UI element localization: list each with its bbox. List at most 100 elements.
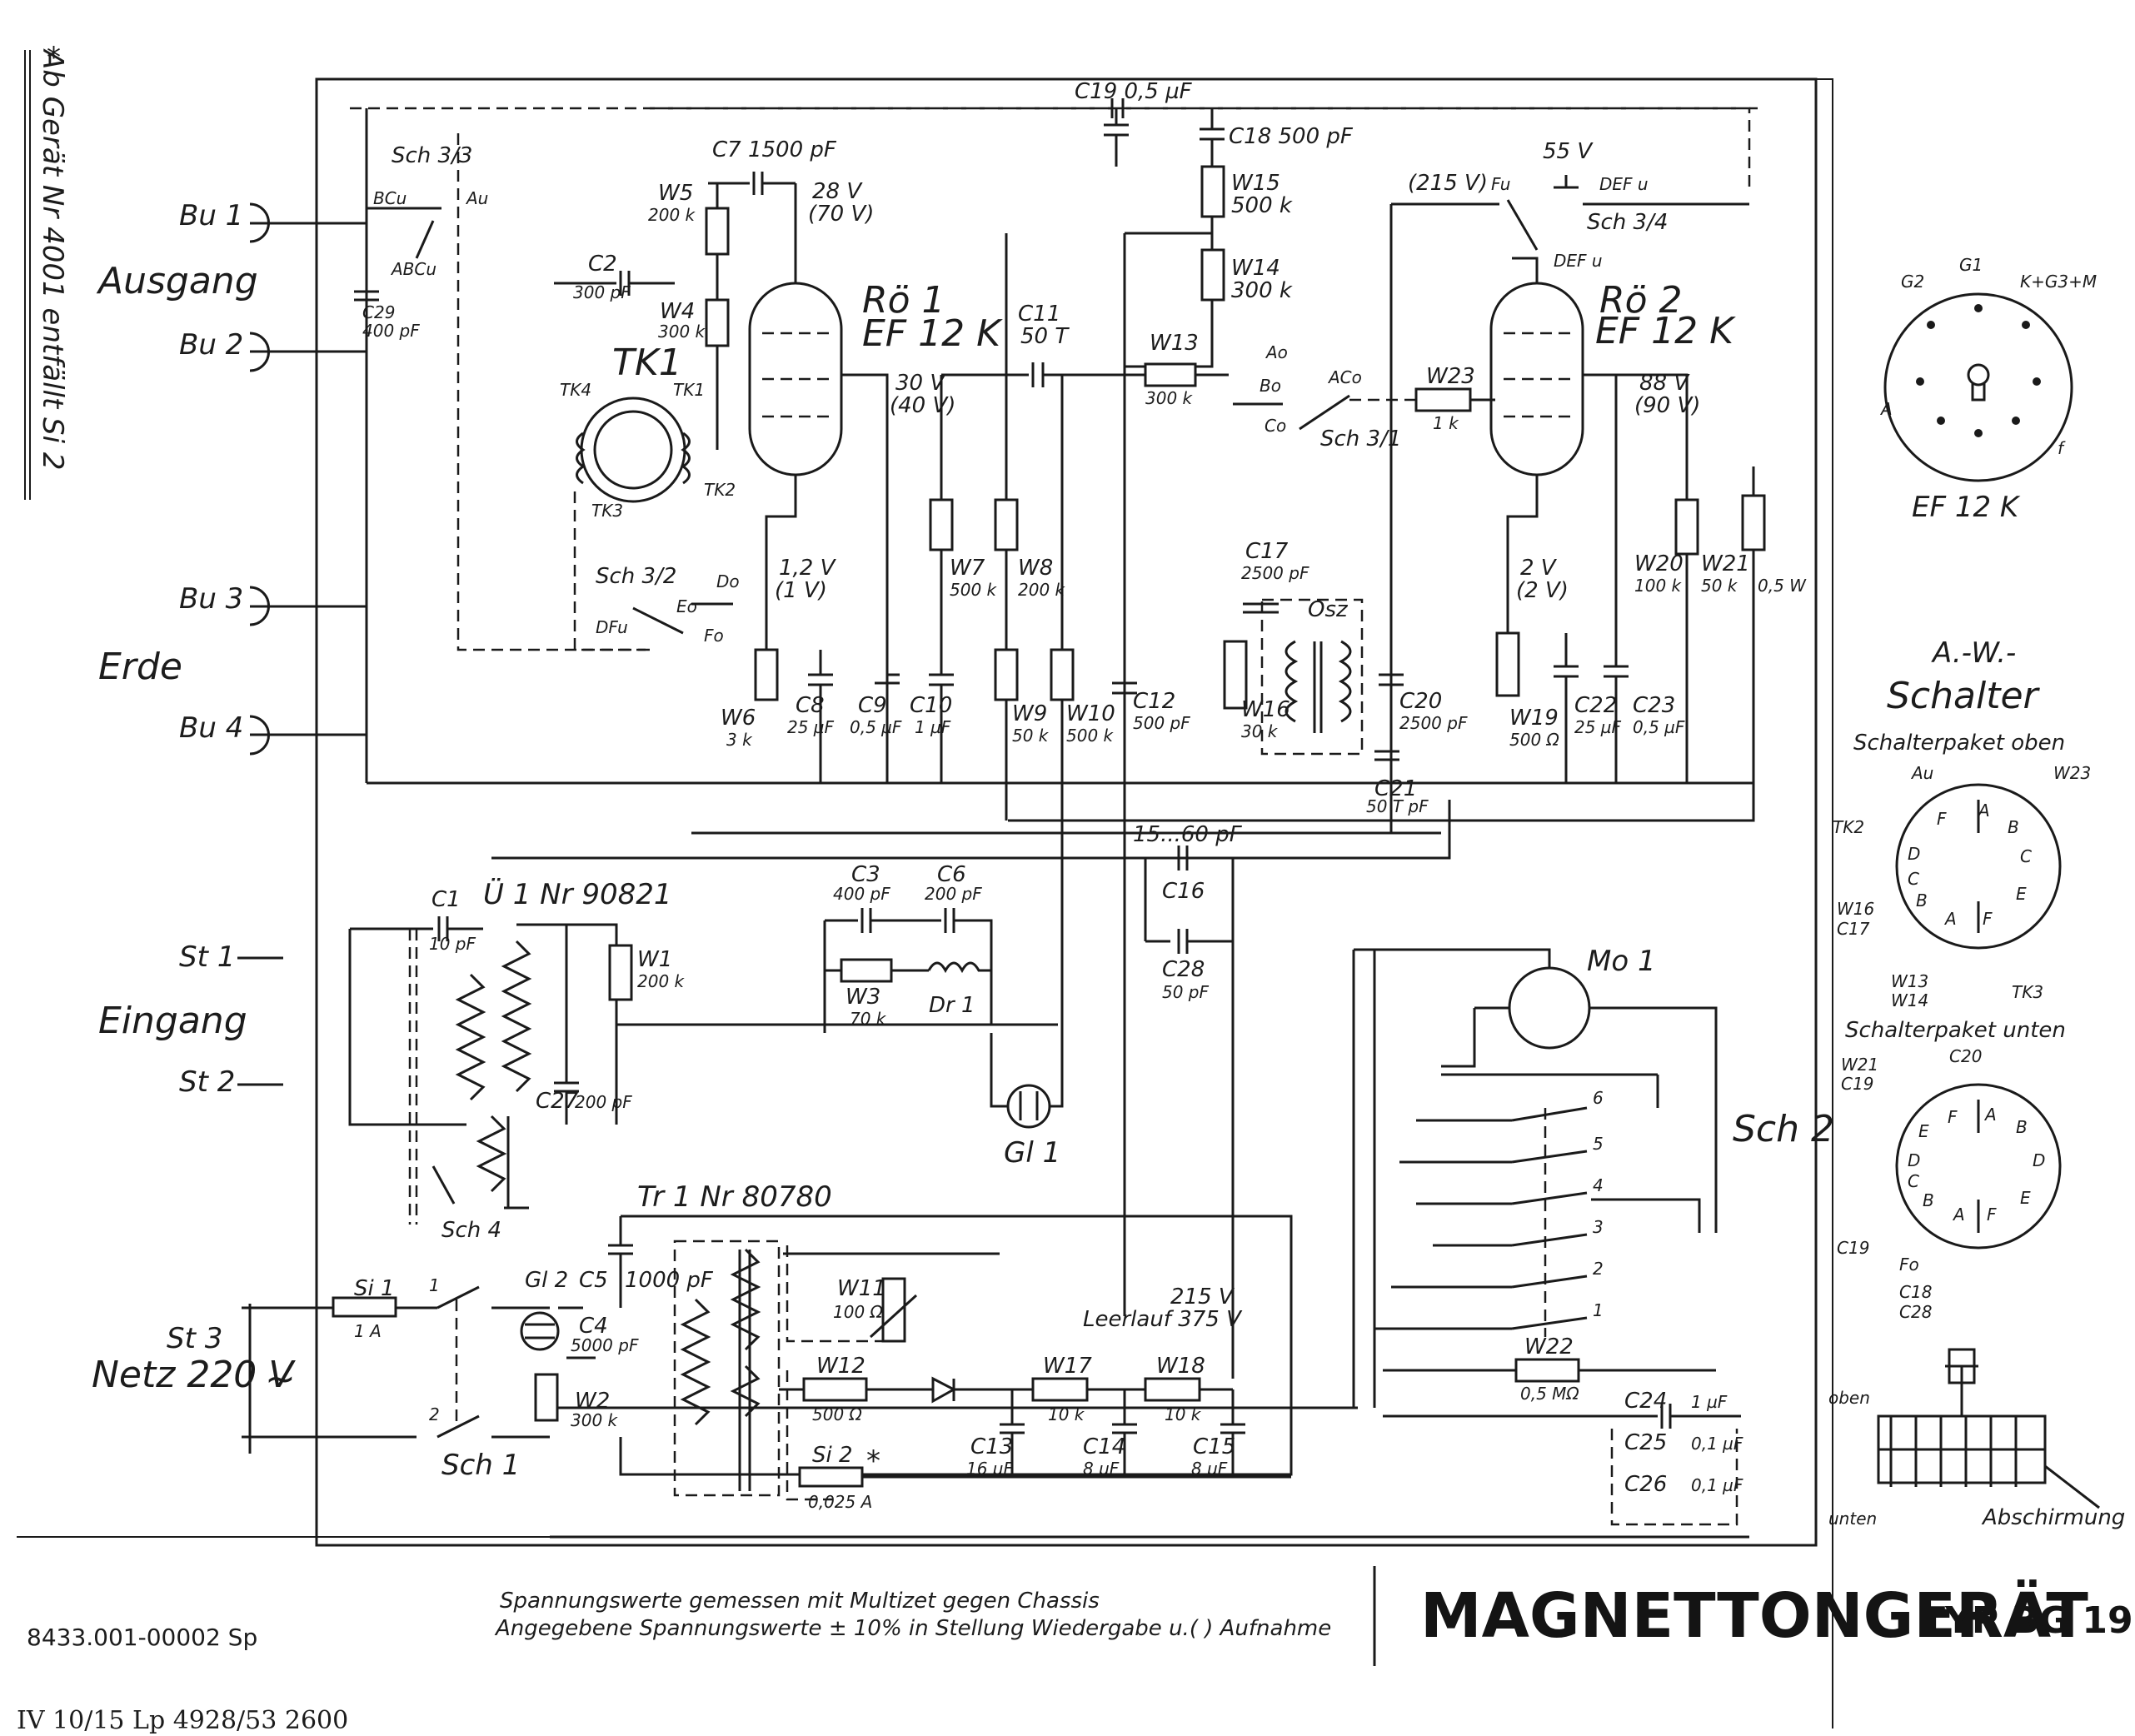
footnote-1: Spannungswerte gemessen mit Multizet geg… <box>500 1589 1100 1614</box>
value-w8: 200 k <box>1018 580 1066 600</box>
port-st2: St 2 <box>179 1065 235 1099</box>
label-c10: C10 <box>910 693 952 718</box>
label-c17: C17 <box>1245 539 1289 564</box>
label-w1: W1 <box>637 947 672 972</box>
print-code: IV 10/15 Lp 4928/53 2600 <box>17 1706 348 1735</box>
sch2-pos2: 2 <box>1593 1259 1604 1279</box>
ring-bot-e: E <box>1918 1121 1929 1141</box>
label-osz: Osz <box>1308 597 1349 622</box>
label-gl1: Gl 1 <box>1004 1136 1060 1170</box>
ring-top-b2: B <box>1916 890 1928 910</box>
ring-bot-f2: F <box>1987 1205 1997 1225</box>
label-tilde: ~ <box>265 1358 296 1400</box>
value-w11: 100 Ω <box>833 1302 884 1322</box>
value-si1: 1 A <box>354 1321 382 1341</box>
value-w21: 50 k <box>1701 576 1738 596</box>
label-tk2: TK2 <box>704 480 736 500</box>
label-bo: Bo <box>1260 376 1281 396</box>
value-w13: 300 k <box>1145 388 1194 408</box>
sch2-pos3: 3 <box>1593 1217 1604 1237</box>
value-w3: 70 k <box>850 1009 887 1029</box>
sch2-pos4: 4 <box>1593 1175 1604 1195</box>
label-c19: C19 0,5 µF <box>1075 79 1193 104</box>
label-bcu: BCu <box>373 188 407 208</box>
label-sch4: Sch 4 <box>441 1218 501 1243</box>
label-w12: W12 <box>816 1354 865 1379</box>
label-dfu: DFu <box>596 617 628 637</box>
volt-leer: Leerlauf 375 V <box>1083 1307 1243 1332</box>
label-ao: Ao <box>1265 342 1288 362</box>
label-w2: W2 <box>575 1389 610 1414</box>
tube-roe1: Rö 1 EF 12 K 28 V (70 V) 30 V (40 V) 1,2… <box>748 179 1003 783</box>
sch1-pos2: 2 <box>429 1404 440 1424</box>
value-c29: 400 pF <box>362 321 420 341</box>
aw-label: A.-W.- <box>1931 636 2016 670</box>
value-w22: 0,5 MΩ <box>1520 1384 1579 1404</box>
output-ports: Bu 1 Ausgang Bu 2 Bu 3 Erde Bu 4 <box>96 199 367 756</box>
value-c25: 0,1 µF <box>1691 1434 1743 1454</box>
label-c25: C25 <box>1624 1430 1667 1455</box>
bot-label-c20: C20 <box>1949 1046 1982 1066</box>
label-w9: W9 <box>1012 701 1047 726</box>
volt-55: 55 V <box>1543 139 1594 164</box>
value-c21: 50 T pF <box>1366 796 1429 816</box>
value-c11: 50 T <box>1020 324 1070 349</box>
port-bu1: Bu 1 <box>179 199 243 232</box>
volt-215b: 215 V <box>1170 1285 1235 1309</box>
label-c29: C29 <box>362 302 395 322</box>
label-c1: C1 <box>431 887 461 912</box>
mains-input: St 3 Netz 220 V ~ <box>92 1304 417 1454</box>
label-tk4: TK4 <box>560 380 591 400</box>
label-w5: W5 <box>658 181 693 206</box>
ring-bot-c2: C <box>1908 1171 1919 1191</box>
value-c23: 0,5 µF <box>1633 717 1685 737</box>
switch-sch34: (215 V) Fu 55 V DEF u Sch 3/4 DEF u <box>1389 139 1749 833</box>
value-w17: 10 k <box>1048 1404 1085 1424</box>
label-w4: W4 <box>660 299 695 324</box>
label-c26: C26 <box>1624 1472 1667 1497</box>
pin-a: A <box>1879 399 1893 419</box>
label-c15: C15 <box>1193 1434 1235 1459</box>
bot-label-w21: W21 <box>1841 1055 1878 1075</box>
ring-top-a2: A <box>1943 909 1957 929</box>
label-c4: C4 <box>579 1314 608 1339</box>
value-w5: 200 k <box>648 205 696 225</box>
footnote-2: Angegebene Spannungswerte ± 10% in Stell… <box>494 1616 1331 1641</box>
rectifier-filter: W12 500 Ω W17 10 k W18 10 k 215 V Leerla… <box>779 1285 1291 1512</box>
label-sch31: Sch 3/1 <box>1320 427 1401 451</box>
label-w16: W16 <box>1241 697 1290 722</box>
label-c3: C3 <box>851 862 880 887</box>
label-w15: W15 <box>1231 171 1280 196</box>
value-c1: 10 pF <box>429 934 476 954</box>
volt-1: (1 V) <box>775 578 827 603</box>
label-w14: W14 <box>1231 256 1280 281</box>
label-sch1: Sch 1 <box>441 1449 520 1482</box>
power-transformer-tr1: Tr 1 Nr 80780 W11 100 Ω <box>637 1180 1000 1501</box>
label-c13: C13 <box>970 1434 1013 1459</box>
pin-kg3m: K+G3+M <box>2020 272 2097 292</box>
label-sch33: Sch 3/3 <box>392 143 472 168</box>
label-tk1: TK1 <box>612 342 682 384</box>
value-c28: 50 pF <box>1162 982 1210 1002</box>
schalter-label: Schalter <box>1887 675 2041 717</box>
port-st1: St 1 <box>179 940 235 974</box>
value-c13: 16 µF <box>966 1459 1014 1479</box>
value-c15: 8 µF <box>1191 1459 1228 1479</box>
label-u1: Ü 1 Nr 90821 <box>483 877 672 911</box>
value-c10: 1 µF <box>915 717 951 737</box>
label-w13: W13 <box>1150 331 1199 356</box>
ring-bot-a2: A <box>1952 1205 1965 1225</box>
label-w17: W17 <box>1043 1354 1092 1379</box>
paket-unten-label: Schalterpaket unten <box>1845 1018 2066 1043</box>
roe1-grid-network: C7 1500 pF W5 200 k W4 300 k <box>648 137 837 450</box>
volt-40: (40 V) <box>890 393 955 418</box>
value-c26: 0,1 µF <box>1691 1475 1743 1495</box>
pin-g1: G1 <box>1959 255 1983 275</box>
label-c5: C5 <box>579 1268 608 1293</box>
value-c24: 1 µF <box>1691 1392 1728 1412</box>
label-netz: Netz 220 V <box>92 1354 296 1396</box>
volt-28: 28 V <box>812 179 863 204</box>
label-si2: Si 2 <box>812 1443 853 1468</box>
top-label-tk2: TK2 <box>1833 817 1864 837</box>
value-c20: 2500 pF <box>1399 713 1468 733</box>
